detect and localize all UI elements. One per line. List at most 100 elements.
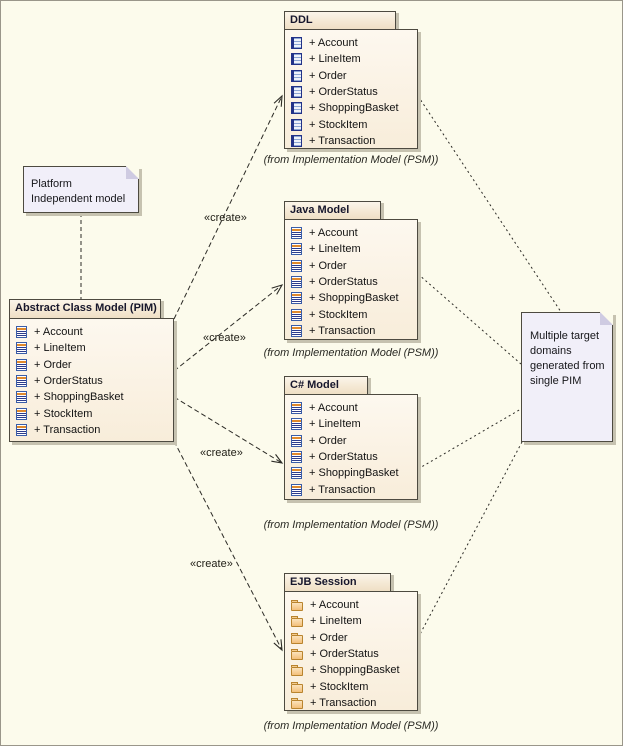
item-label: + Order [309,259,347,272]
note-fold-corner [126,166,139,179]
package-item[interactable]: + OrderStatus [285,84,417,100]
create-stereotype-label[interactable]: «create» [204,212,247,224]
folder-icon [291,681,303,693]
package-item[interactable]: + StockItem [285,306,417,322]
from-caption: (from Implementation Model (PSM)) [263,154,439,166]
table-icon [291,102,302,115]
item-label: + Account [309,227,358,240]
package-item[interactable]: + OrderStatus [285,449,417,465]
package-item[interactable]: + LineItem [285,613,417,629]
package-item[interactable]: + Transaction [285,695,417,711]
package-title: EJB Session [290,576,357,588]
package-item[interactable]: + ShoppingBasket [285,290,417,306]
package-tab-java-model[interactable]: Java Model [284,201,381,220]
item-label: + Account [310,599,359,612]
package-csharp-model[interactable]: + Account + LineItem + Order + OrderStat… [284,394,418,500]
class-icon [291,243,302,256]
package-tab-pim[interactable]: Abstract Class Model (PIM) [9,299,161,319]
package-tab-csharp-model[interactable]: C# Model [284,376,368,395]
item-label: + Order [34,358,72,371]
class-icon [16,375,27,388]
item-label: + Transaction [309,483,376,496]
package-item[interactable]: + Transaction [285,133,417,149]
package-item[interactable]: + LineItem [285,51,417,67]
package-item[interactable]: + LineItem [10,340,173,356]
class-icon [291,418,302,431]
package-item[interactable]: + Account [285,400,417,416]
item-label: + OrderStatus [309,276,378,289]
table-icon [291,134,302,147]
package-tab-ejb-session[interactable]: EJB Session [284,573,391,592]
class-icon [16,358,27,371]
item-label: + Transaction [309,324,376,337]
package-item[interactable]: + Order [285,258,417,274]
package-item[interactable]: + ShoppingBasket [285,465,417,481]
item-label: + Order [310,631,348,644]
package-item[interactable]: + Order [285,433,417,449]
table-icon [291,69,302,82]
package-item[interactable]: + StockItem [285,678,417,694]
item-label: + ShoppingBasket [34,391,124,404]
item-label: + ShoppingBasket [309,102,399,115]
package-ejb-session[interactable]: + Account + LineItem + Order + OrderStat… [284,591,418,711]
table-icon [291,53,302,66]
create-stereotype-label[interactable]: «create» [203,332,246,344]
package-item[interactable]: + Account [285,597,417,613]
package-item[interactable]: + Account [285,225,417,241]
item-label: + Transaction [310,696,377,709]
create-stereotype-label[interactable]: «create» [200,447,243,459]
class-icon [291,434,302,447]
item-label: + Transaction [309,134,376,147]
package-item[interactable]: + OrderStatus [10,373,173,389]
package-item[interactable]: + ShoppingBasket [10,389,173,405]
package-item[interactable]: + Account [10,324,173,340]
package-item[interactable]: + Order [285,630,417,646]
item-label: + LineItem [309,243,361,256]
item-label: + OrderStatus [310,648,379,661]
class-icon [16,342,27,355]
class-icon [291,276,302,289]
note-platform-independent[interactable]: Platform Independent model [23,166,139,213]
package-item[interactable]: + ShoppingBasket [285,662,417,678]
create-stereotype-label[interactable]: «create» [190,558,233,570]
note-multiple-targets[interactable]: Multiple target domains generated from s… [521,312,613,442]
class-icon [291,467,302,480]
package-item[interactable]: + Transaction [10,422,173,438]
package-item[interactable]: + Transaction [285,323,417,339]
note-text: Platform Independent model [31,178,126,205]
package-ddl[interactable]: + Account + LineItem + Order + OrderStat… [284,29,418,149]
package-item[interactable]: + OrderStatus [285,274,417,290]
package-item[interactable]: + Order [10,357,173,373]
item-label: + OrderStatus [309,86,378,99]
from-caption: (from Implementation Model (PSM)) [263,347,439,359]
notelink-ejb [417,441,523,639]
package-tab-ddl[interactable]: DDL [284,11,396,30]
class-icon [291,483,302,496]
package-item[interactable]: + LineItem [285,416,417,432]
package-title: DDL [290,14,313,26]
package-item[interactable]: + OrderStatus [285,646,417,662]
class-icon [16,391,27,404]
package-item[interactable]: + Transaction [285,481,417,497]
table-icon [291,118,302,131]
item-label: + OrderStatus [34,375,103,388]
package-item[interactable]: + ShoppingBasket [285,100,417,116]
package-item[interactable]: + Order [285,68,417,84]
package-pim[interactable]: + Account + LineItem + Order + OrderStat… [9,318,174,442]
class-icon [291,259,302,272]
table-icon [291,37,302,50]
package-item[interactable]: + StockItem [10,405,173,421]
package-item[interactable]: + LineItem [285,241,417,257]
item-label: + LineItem [309,418,361,431]
package-java-model[interactable]: + Account + LineItem + Order + OrderStat… [284,219,418,340]
class-icon [291,451,302,464]
item-label: + Transaction [34,423,101,436]
notelink-csharp [417,408,522,470]
item-label: + ShoppingBasket [309,467,399,480]
item-label: + StockItem [310,680,369,693]
item-label: + LineItem [309,53,361,66]
package-item[interactable]: + StockItem [285,116,417,132]
package-item[interactable]: + Account [285,35,417,51]
item-label: + LineItem [34,342,86,355]
